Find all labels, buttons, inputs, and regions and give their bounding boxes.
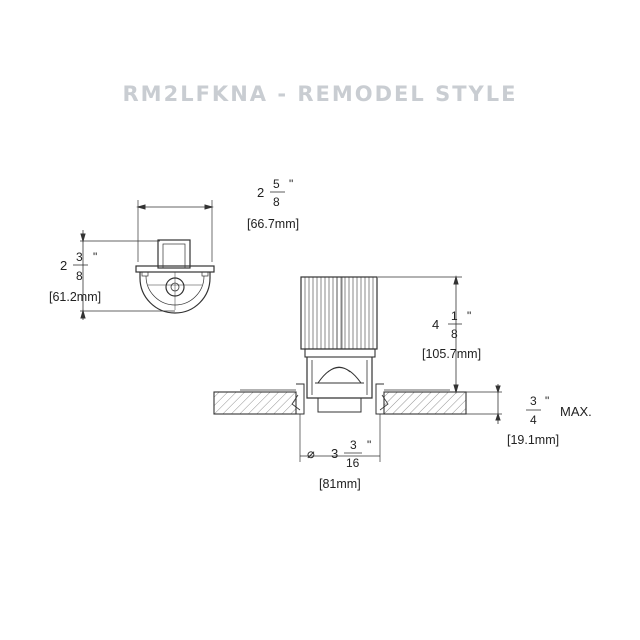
ceiling-metric: [19.1mm]: [507, 433, 559, 447]
height-den: 8: [451, 327, 458, 341]
side-height-den: 8: [76, 269, 83, 283]
diameter-den: 16: [346, 456, 360, 470]
diameter-symbol: ⌀: [307, 446, 315, 461]
page-title: RM2LFKNA - REMODEL STYLE: [122, 82, 518, 106]
front-view: [213, 275, 502, 462]
diameter-num: 3: [350, 438, 357, 452]
ceiling-suffix: MAX.: [560, 404, 592, 419]
side-view: [80, 200, 215, 320]
width-metric: [66.7mm]: [247, 217, 299, 231]
ceiling-unit: ": [545, 394, 549, 408]
width-unit: ": [289, 177, 293, 191]
ceiling-den: 4: [530, 413, 537, 427]
height-unit: ": [467, 309, 471, 323]
diameter-unit: ": [367, 438, 371, 452]
height-metric: [105.7mm]: [422, 347, 481, 361]
side-height-unit: ": [93, 250, 97, 264]
height-num: 1: [451, 309, 458, 323]
side-height-metric: [61.2mm]: [49, 290, 101, 304]
width-whole: 2: [257, 185, 264, 200]
side-height-whole: 2: [60, 258, 67, 273]
ceiling-num: 3: [530, 394, 537, 408]
width-den: 8: [273, 195, 280, 209]
diameter-whole: 3: [331, 446, 338, 461]
diameter-metric: [81mm]: [319, 477, 361, 491]
width-num: 5: [273, 177, 280, 191]
height-whole: 4: [432, 317, 439, 332]
side-height-num: 3: [76, 250, 83, 264]
